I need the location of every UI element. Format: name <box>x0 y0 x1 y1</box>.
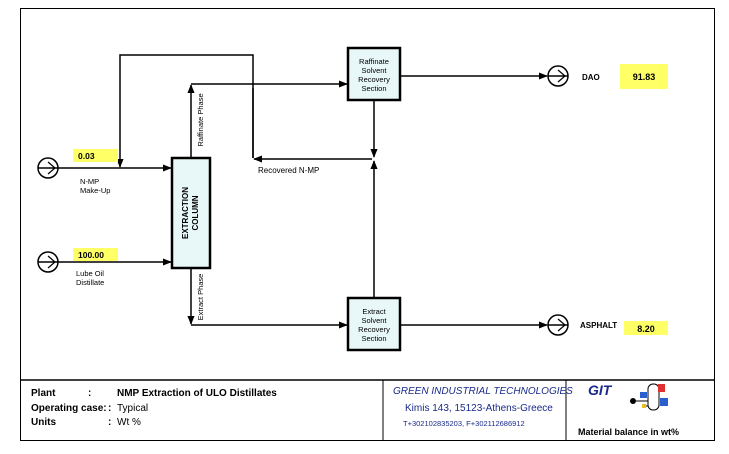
extract-recovery-label-4: Section <box>361 334 386 343</box>
raffinate-recovery-label-4: Section <box>361 84 386 93</box>
units-colon: : <box>108 417 112 428</box>
nmp-recycle-line <box>116 54 254 168</box>
raffinate-phase-label: Raffinate Phase <box>196 93 205 146</box>
company-address: Kimis 143, 15123-Athens-Greece <box>405 403 553 414</box>
extract-recovery-label-2: Solvent <box>361 316 387 325</box>
lube-oil-value: 100.00 <box>78 250 104 260</box>
asphalt-value-box <box>624 321 668 335</box>
asphalt-label: ASPHALT <box>580 321 617 330</box>
extract-recovery-label-1: Extract <box>362 307 386 316</box>
extract-recovery-label-3: Recovery <box>358 325 390 334</box>
company-phone: T+302102835203, F+302112686912 <box>403 419 525 428</box>
drawing-frame <box>20 8 715 441</box>
dao-value-box <box>620 64 668 89</box>
plant-colon: : <box>88 388 92 399</box>
raffinate-recovery-label-1: Raffinate <box>359 57 389 66</box>
lube-oil-label-2: Distillate <box>76 278 104 287</box>
nmp-makeup-inlet-icon <box>37 157 59 179</box>
raffinate-recovery-section <box>346 46 402 102</box>
lube-oil-inlet-icon <box>37 251 59 273</box>
lube-oil-value-box <box>73 248 118 261</box>
units-value: Wt % <box>117 417 141 428</box>
recovered-nmp-label: Recovered N-MP <box>258 166 319 175</box>
raffinate-recovery-label-3: Recovery <box>358 75 390 84</box>
nmp-makeup-label-2: Make-Up <box>80 186 110 195</box>
company-name: GREEN INDUSTRIAL TECHNOLOGIES <box>393 386 573 397</box>
extraction-column <box>170 156 212 270</box>
lube-oil-label-1: Lube Oil <box>76 269 104 278</box>
git-logo-icon <box>630 383 668 411</box>
asphalt-outlet-icon <box>547 314 569 336</box>
case-colon: : <box>108 403 112 414</box>
units-label: Units <box>31 417 56 428</box>
plant-value: NMP Extraction of ULO Distillates <box>117 388 277 399</box>
material-balance-caption: Material balance in wt% <box>578 427 680 437</box>
asphalt-value: 8.20 <box>637 324 655 334</box>
raffinate-recovery-label-2: Solvent <box>361 66 387 75</box>
nmp-makeup-value-box <box>73 149 118 162</box>
dao-value: 91.83 <box>633 72 656 82</box>
extract-phase-label: Extract Phase <box>196 274 205 321</box>
git-logo-text: GIT <box>588 382 612 398</box>
case-value: Typical <box>117 403 149 414</box>
dao-label: DAO <box>582 73 600 82</box>
nmp-makeup-label-1: N-MP <box>80 177 99 186</box>
extraction-column-label-1: EXTRACTION <box>181 187 190 239</box>
extraction-column-label-2: COLUMN <box>191 195 200 230</box>
plant-label: Plant <box>31 388 56 399</box>
dao-outlet-icon <box>547 65 569 87</box>
nmp-makeup-value: 0.03 <box>78 151 95 161</box>
extract-recovery-section <box>346 296 402 352</box>
case-label: Operating case: <box>31 403 107 414</box>
